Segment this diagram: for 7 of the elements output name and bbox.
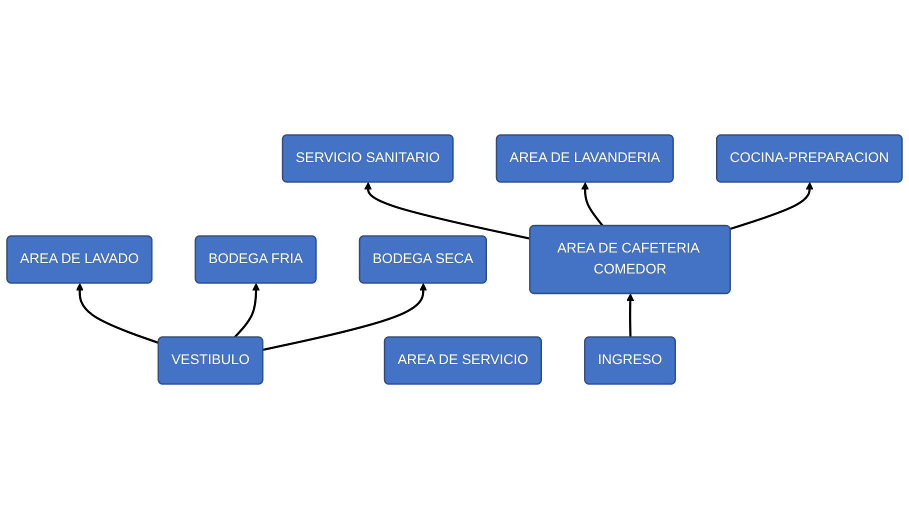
arrow [626, 293, 634, 337]
arrow [581, 182, 604, 226]
arrow [262, 282, 428, 350]
arrow [234, 282, 260, 338]
arrow [730, 182, 814, 230]
arrow [364, 182, 531, 240]
arrow [76, 282, 160, 344]
